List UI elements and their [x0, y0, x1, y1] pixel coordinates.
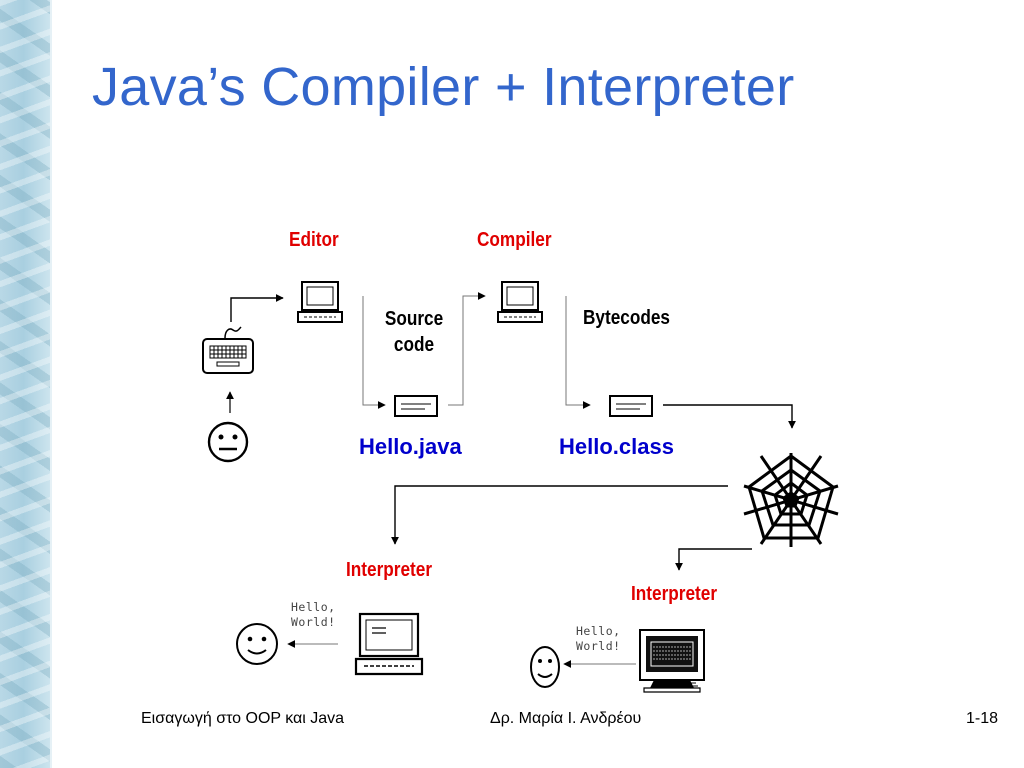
left-program-output: Hello, World! [291, 600, 336, 630]
footer-author: Δρ. Μαρία Ι. Ανδρέου [490, 710, 642, 727]
footer-page-number: 1-18 [966, 710, 999, 727]
editor-computer-icon [297, 281, 343, 323]
source-code-label: Source code [378, 306, 450, 358]
arrow-class-file-to-network [663, 404, 796, 429]
decorative-side-strip [0, 0, 52, 768]
class-file-name: Hello.class [559, 434, 674, 459]
source-code-label-line1: Source [384, 308, 444, 330]
right-smiley-face-icon [530, 646, 560, 688]
source-file-name: Hello.java [359, 434, 462, 459]
arrow-keyboard-to-editor [230, 294, 284, 322]
neutral-face-icon [207, 421, 249, 463]
right-program-output: Hello, World! [576, 624, 621, 654]
arrow-source-file-to-compiler [448, 292, 486, 406]
arrow-network-to-right-interpreter [675, 548, 752, 571]
source-code-label-line2: code [393, 334, 435, 356]
footer-course-title: Εισαγωγή στο OOP και Java [141, 710, 345, 727]
class-file-icon [609, 395, 653, 417]
network-web-icon [743, 453, 839, 547]
right-output-line1: Hello, [576, 624, 621, 638]
right-interpreter-label: Interpreter [631, 583, 718, 605]
left-output-line2: World! [291, 615, 336, 629]
left-interpreter-computer-icon [354, 612, 424, 676]
source-file-icon [394, 395, 438, 417]
bytecodes-label: Bytecodes [583, 307, 670, 329]
right-interpreter-workstation-icon [639, 629, 705, 693]
arrow-compiler-to-class-file [565, 296, 591, 409]
editor-label: Editor [289, 229, 339, 251]
compiler-label: Compiler [477, 229, 552, 251]
slide-title: Java’s Compiler + Interpreter [92, 57, 795, 117]
left-interpreter-label: Interpreter [346, 559, 433, 581]
compiler-computer-icon [497, 281, 543, 323]
arrow-network-to-left-interpreter [391, 485, 728, 545]
left-output-line1: Hello, [291, 600, 336, 614]
arrow-editor-to-source-file [362, 296, 386, 409]
left-smiley-face-icon [236, 623, 278, 665]
keyboard-icon [202, 326, 254, 374]
right-output-line2: World! [576, 639, 621, 653]
